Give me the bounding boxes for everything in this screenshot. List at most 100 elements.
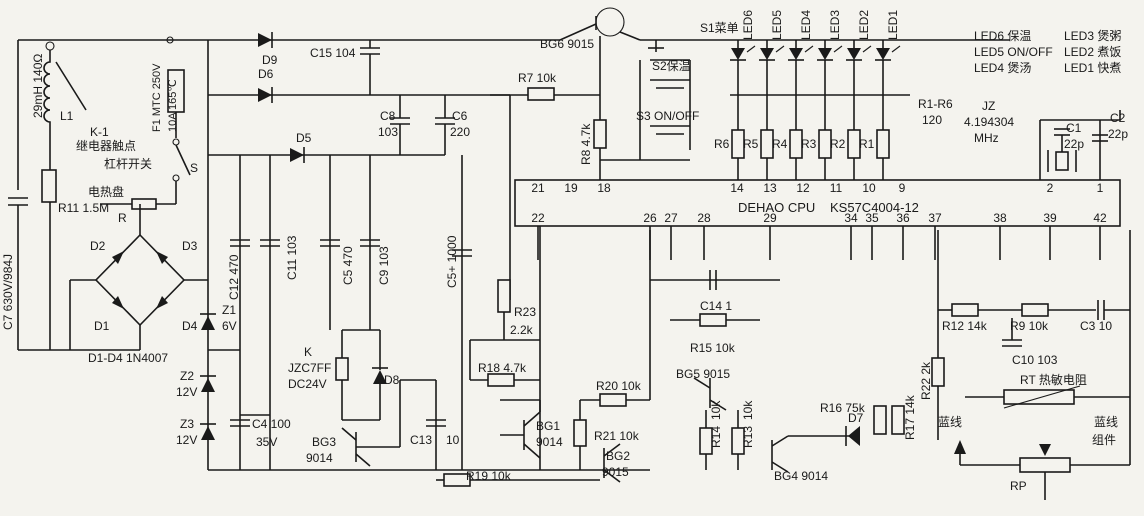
power-supply-section: D9 D6 D5 C15 104 C8 103 C6 220 C12 470 C…	[176, 32, 650, 471]
relay-voltage-label: DC24V	[288, 377, 327, 391]
cpu-pin-label: 39	[1043, 211, 1057, 225]
led-resistor-label: R1	[859, 137, 875, 151]
control-section: BG6 9015 R7 10k R8 4.7k S1菜单 S2保温 S3 ON/…	[436, 7, 1010, 487]
jz-label: JZ	[982, 99, 995, 113]
r13-label: R13	[741, 426, 755, 448]
heater-label: 电热盘	[88, 184, 124, 199]
s3-label: S3 ON/OFF	[636, 109, 699, 123]
cpu-pin-label: 42	[1093, 211, 1107, 225]
r19-label: R19 10k	[466, 469, 512, 483]
c6-value: 220	[450, 125, 470, 139]
s2-label: S2保温	[652, 59, 691, 73]
cpu-pin-label: 18	[597, 181, 611, 195]
r1-r6-value: 120	[922, 113, 942, 127]
z2-label: Z2	[180, 369, 194, 383]
cpu-pin-label: 38	[993, 211, 1007, 225]
crystal-freq: 4.194304	[964, 115, 1014, 129]
cpu-pin-label: 9	[899, 181, 906, 195]
led-resistor-label: R2	[830, 137, 846, 151]
r18-label: R18 4.7k	[478, 361, 527, 375]
l1-ref-label: L1	[60, 109, 74, 123]
r15-label: R15 10k	[690, 341, 736, 355]
c14-label: C14 1	[700, 299, 732, 313]
lever-switch-label: 杠杆开关	[104, 156, 152, 171]
c4-value: 35V	[256, 435, 277, 449]
cpu-pin-label: 28	[697, 211, 711, 225]
l1-value-label: 29mH 140Ω	[31, 54, 45, 118]
c13-value: 10	[446, 433, 460, 447]
r16-label: R16 75k	[820, 401, 866, 415]
led-resistor-label: R4	[772, 137, 788, 151]
bg1-label: BG1	[536, 419, 560, 433]
led-label: LED3	[828, 10, 842, 40]
r9-label: R9 10k	[1010, 319, 1049, 333]
f1-label: F1 MTC 250V	[151, 63, 163, 132]
cpu-pin-label: 11	[830, 181, 843, 195]
c10-label: C10 103	[1012, 353, 1058, 367]
crystal-unit: MHz	[974, 131, 999, 145]
bg4-label: BG4 9014	[774, 469, 828, 483]
c1-label: C1	[1066, 121, 1082, 135]
cpu-pin-label: 21	[531, 181, 545, 195]
rp-label: RP	[1010, 479, 1027, 493]
r17-label: R17 14k	[903, 394, 917, 440]
led-resistor-label: R6	[714, 137, 730, 151]
cpu-pin-label: 2	[1047, 181, 1054, 195]
z1-value: 6V	[222, 319, 237, 333]
bg2-value: 9015	[602, 465, 629, 479]
cpu-pin-label: 12	[796, 181, 810, 195]
cpu-pin-label: 22	[531, 211, 545, 225]
legend-led6: LED6 保温	[974, 29, 1031, 43]
switch-s-label: S	[190, 161, 198, 175]
r8-label: R8 4.7k	[579, 123, 593, 165]
r23-label: R23	[514, 305, 536, 319]
r20-label: R20 10k	[596, 379, 642, 393]
c3-label: C3 10	[1080, 319, 1112, 333]
r11-label: R11 1.5M	[58, 201, 109, 215]
relay-k-label: K	[304, 345, 312, 359]
c13-label: C13	[410, 433, 432, 447]
z3-label: Z3	[180, 417, 194, 431]
legend-led5: LED5 ON/OFF	[974, 45, 1053, 59]
legend-led2: LED2 煮饭	[1064, 45, 1121, 59]
led-label: LED4	[799, 10, 813, 40]
cpu-pin-label: 36	[896, 211, 910, 225]
c6-label: C6	[452, 109, 468, 123]
cpu-pin-label: 35	[865, 211, 879, 225]
cpu-pin-label: 34	[844, 211, 858, 225]
cpu-pin-label: 14	[730, 181, 744, 195]
led-label: LED6	[741, 10, 755, 40]
legend-led3: LED3 煲粥	[1064, 28, 1121, 43]
cpu-pin-label: 13	[763, 181, 777, 195]
c11-label: C11 103	[285, 235, 299, 280]
c5-label: C5 470	[341, 246, 355, 285]
r7-label: R7 10k	[518, 71, 557, 85]
sensor-section: C14 1 R15 10k BG5 9015 R14 10k R13 10k B…	[650, 230, 1131, 500]
c12-label: C12 470	[227, 254, 241, 300]
d1-label: D1	[94, 319, 110, 333]
c7-label: C7 630V/984J	[1, 254, 15, 330]
d2-label: D2	[90, 239, 106, 253]
d6-label: D6	[258, 67, 274, 81]
r14-label: R14	[709, 426, 723, 448]
bg6-label: BG6 9015	[540, 37, 594, 51]
d8-label: D8	[384, 373, 400, 387]
relay-contact-ref: K-1	[90, 125, 109, 139]
relay-model-label: JZC7FF	[288, 361, 331, 375]
r14-value: 10k	[709, 400, 723, 420]
c2-label: C2	[1110, 111, 1126, 125]
bg2-label: BG2	[606, 449, 630, 463]
resistor-r-label: R	[118, 211, 127, 225]
cpu-pin-label: 37	[928, 211, 942, 225]
cpu-pin-label: 19	[564, 181, 578, 195]
cpu-pin-label: 10	[862, 181, 876, 195]
led-resistor-label: R5	[743, 137, 759, 151]
led-label: LED1	[886, 10, 900, 40]
bg3-value: 9014	[306, 451, 333, 465]
legend-led1: LED1 快煮	[1064, 61, 1121, 75]
c2-value: 22p	[1108, 127, 1128, 141]
c8-value: 103	[378, 125, 398, 139]
